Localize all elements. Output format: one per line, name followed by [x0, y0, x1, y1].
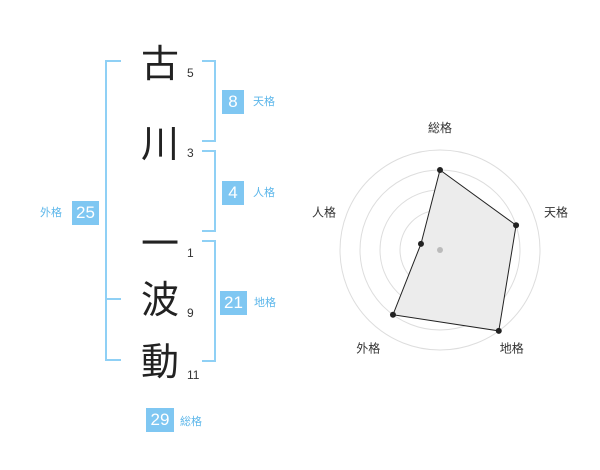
radar-center-dot — [437, 247, 443, 253]
radar-ring — [339, 149, 541, 351]
tenkaku-bracket — [202, 60, 216, 142]
chikaku-label: 地格 — [254, 296, 276, 309]
gaikaku-badge: 25 — [72, 201, 99, 225]
name-char-2: 川 — [140, 122, 179, 166]
tenkaku-badge: 8 — [222, 90, 244, 114]
stroke-count-3: 1 — [187, 246, 194, 260]
chikaku-bracket — [202, 240, 216, 362]
tenkaku-label: 天格 — [253, 95, 275, 108]
jinkaku-label: 人格 — [253, 186, 275, 199]
soukaku-badge: 29 — [146, 408, 174, 432]
radar-point-5 — [417, 240, 424, 247]
name-char-3: 一 — [140, 222, 179, 266]
stroke-count-4: 9 — [187, 306, 194, 320]
radar-axis-label-5: 人格 — [312, 204, 336, 219]
gaikaku-bracket — [105, 60, 121, 361]
stroke-count-1: 5 — [187, 66, 194, 80]
stroke-count-2: 3 — [187, 146, 194, 160]
jinkaku-bracket — [202, 150, 216, 232]
jinkaku-badge: 4 — [222, 181, 244, 205]
radar-axis-label-2: 天格 — [544, 204, 568, 219]
gaikaku-label: 外格 — [40, 206, 62, 219]
radar-area — [392, 169, 517, 332]
radar-point-2 — [513, 222, 520, 229]
soukaku-label: 総格 — [180, 415, 202, 428]
name-char-5: 動 — [140, 340, 179, 384]
gaikaku-bracket-divider — [107, 298, 121, 300]
chikaku-badge: 21 — [220, 291, 247, 315]
radar-point-3 — [495, 327, 502, 334]
name-char-4: 波 — [140, 278, 179, 322]
radar-point-1 — [437, 167, 443, 173]
radar-point-4 — [389, 311, 396, 318]
stroke-count-5: 11 — [187, 368, 200, 382]
radar-axis-label-3: 地格 — [500, 341, 524, 356]
name-char-1: 古 — [140, 42, 179, 86]
radar-axis-label-1: 総格 — [428, 120, 452, 135]
radar-axis-label-4: 外格 — [356, 341, 380, 356]
